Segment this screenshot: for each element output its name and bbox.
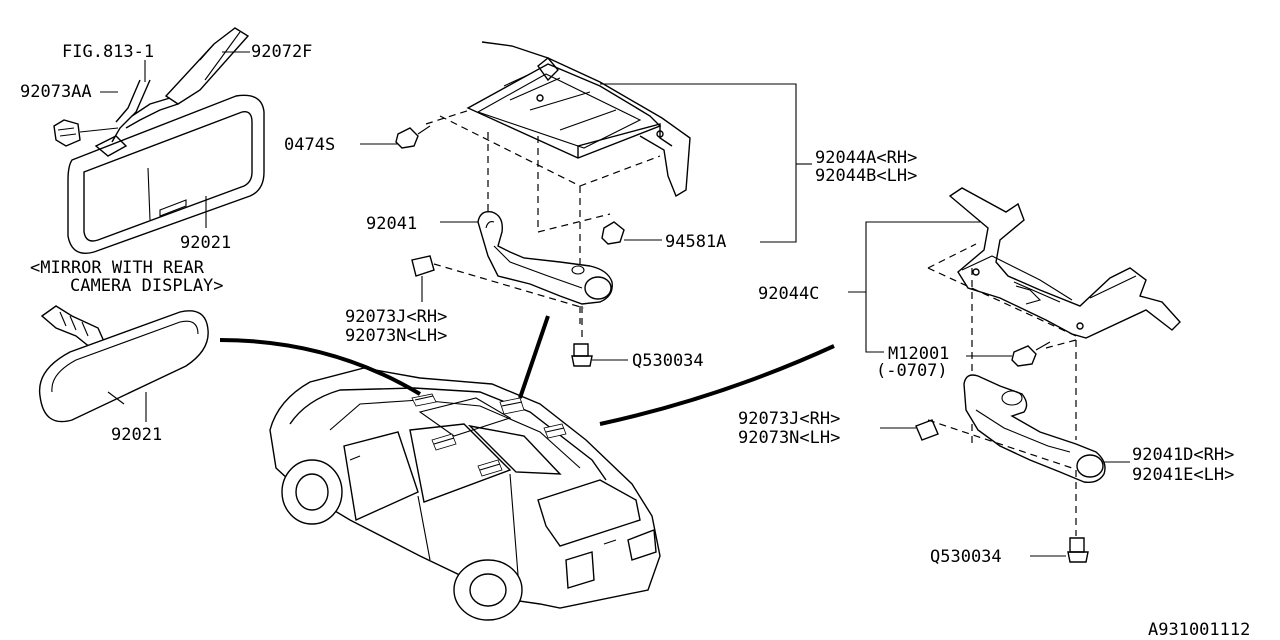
- diagram-id: A931001112: [1148, 620, 1250, 640]
- label-92073J-rh-right: 92073J<RH>: [738, 409, 840, 429]
- label-92021-bottom: 92021: [111, 425, 162, 445]
- label-Q530034-mid: Q530034: [632, 351, 704, 371]
- label-92073J-rh-mid: 92073J<RH>: [345, 307, 447, 327]
- right-bracket-assembly: [848, 187, 1181, 563]
- label-0474S: 0474S: [284, 135, 335, 155]
- center-lamp-bracket: [411, 211, 628, 367]
- label-92044B-lh: 92044B<LH>: [815, 166, 917, 186]
- label-94581A: 94581A: [665, 232, 726, 252]
- label-M12001-note: (-0707): [876, 361, 948, 381]
- rear-camera-mirror-assembly: [53, 27, 265, 254]
- label-92073N-lh-mid: 92073N<LH>: [345, 326, 447, 346]
- label-92073N-lh-right: 92073N<LH>: [738, 428, 840, 448]
- label-Q530034-right: Q530034: [930, 547, 1002, 567]
- label-92041D-rh: 92041D<RH>: [1132, 445, 1234, 465]
- label-mirror-note-1: <MIRROR WITH REAR: [30, 258, 205, 278]
- label-M12001: M12001: [888, 344, 949, 364]
- label-mirror-note-2: CAMERA DISPLAY>: [70, 276, 224, 296]
- label-fig-813-1: FIG.813-1: [62, 42, 154, 62]
- label-92041: 92041: [366, 214, 417, 234]
- vehicle-illustration: [219, 315, 835, 621]
- standard-mirror-assembly: [38, 305, 209, 423]
- label-92072F: 92072F: [251, 42, 312, 62]
- label-92044A-rh: 92044A<RH>: [815, 148, 917, 168]
- label-92021-top: 92021: [180, 233, 231, 253]
- label-92073AA: 92073AA: [20, 82, 92, 102]
- label-92041E-lh: 92041E<LH>: [1132, 465, 1234, 485]
- label-92044C: 92044C: [758, 284, 819, 304]
